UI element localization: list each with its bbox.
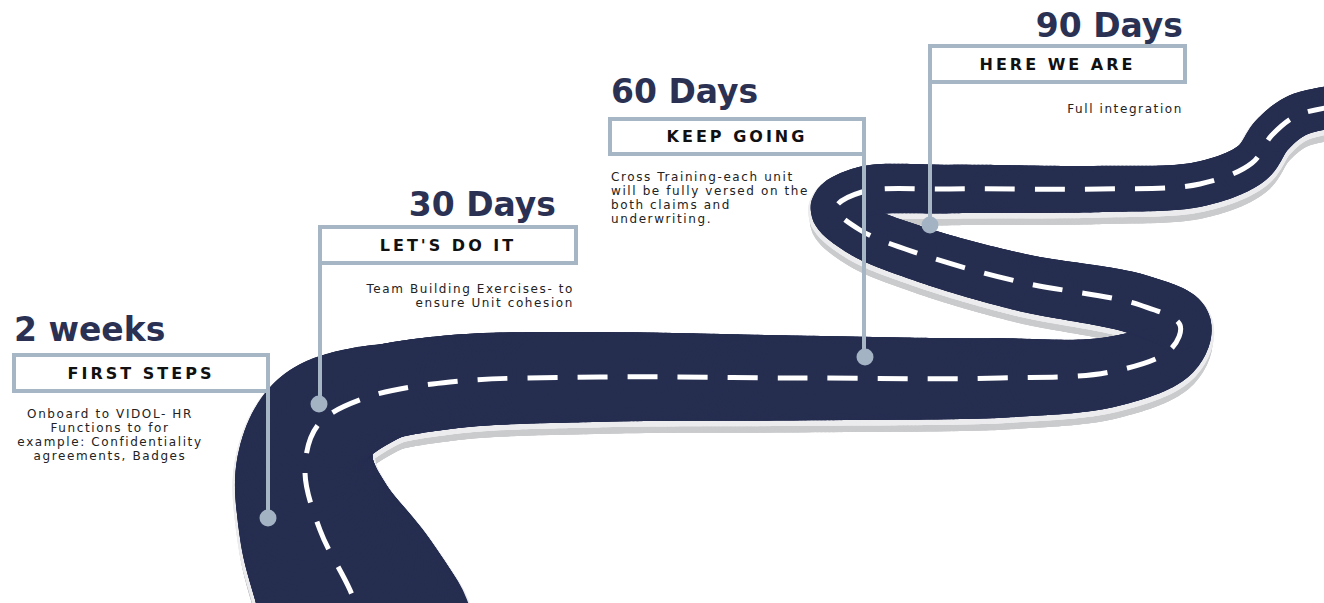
milestone-description: Onboard to VIDOL- HR Functions to for ex… (14, 407, 206, 463)
milestone-title: HERE WE ARE (932, 48, 1183, 80)
flag-pole (266, 390, 270, 518)
winding-road (305, 105, 1324, 603)
flag-pole (862, 153, 866, 357)
milestone-heading: 60 Days (611, 72, 758, 112)
road-surface (305, 105, 1324, 603)
road-center-dashes (305, 105, 1324, 603)
flag-poles (260, 81, 939, 527)
milestone-dot (922, 217, 939, 234)
flag-pole (318, 262, 322, 404)
milestone-description: Cross Training-each unit will be fully v… (611, 170, 811, 226)
flag-pole (928, 81, 932, 225)
milestone-dot (857, 349, 874, 366)
milestone-title: KEEP GOING (612, 121, 862, 152)
milestone-dot (311, 396, 328, 413)
milestone-box: 60 DaysKEEP GOINGCross Training-each uni… (608, 117, 866, 156)
milestone-description: Full integration (983, 102, 1183, 116)
milestone-box: 2 weeksFIRST STEPSOnboard to VIDOL- HR F… (12, 353, 270, 393)
milestone-dot (260, 510, 277, 527)
milestone-description: Team Building Exercises- to ensure Unit … (359, 282, 574, 310)
milestone-title: LET'S DO IT (322, 229, 574, 261)
milestone-heading: 90 Days (1036, 6, 1183, 46)
milestone-box: 90 DaysHERE WE AREFull integration (928, 44, 1187, 84)
milestone-heading: 30 Days (409, 185, 556, 225)
milestone-title: FIRST STEPS (16, 357, 266, 389)
road-rim (305, 108, 1324, 603)
milestone-heading: 2 weeks (14, 310, 165, 350)
milestone-box: 30 DaysLET'S DO ITTeam Building Exercise… (318, 225, 578, 265)
road-shadow (305, 116, 1324, 603)
road-guide (305, 105, 1324, 603)
